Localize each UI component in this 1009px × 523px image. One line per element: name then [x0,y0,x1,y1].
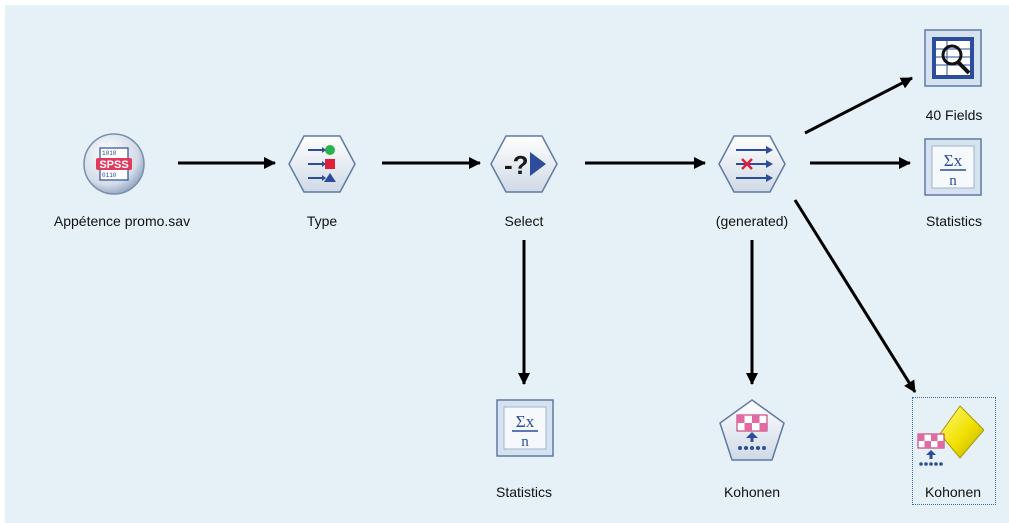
kohonen-modeler-node[interactable] [718,398,786,462]
type-node-label: Type [306,213,338,229]
select-node-icon: -? [490,135,558,193]
source-node-label: Appétence promo.sav [53,213,191,229]
statistics-node-bottom-label: Statistics [495,484,553,500]
kohonen-modeler-icon [719,399,785,461]
svg-text:-?: -? [504,150,529,180]
table-output-node-label: 40 Fields [925,107,983,123]
svg-text:1010: 1010 [102,150,117,157]
spss-source-icon: 1010 0110 SPSS [83,133,145,195]
kohonen-nugget-node-label: Kohonen [924,484,982,500]
filter-node[interactable] [718,130,786,198]
type-node[interactable] [288,130,356,198]
statistics-node-icon: Σx n [924,138,982,196]
table-output-icon [924,29,982,87]
filter-node-label: (generated) [715,213,789,229]
statistics-node-icon: Σx n [496,399,554,457]
statistics-node-bottom[interactable]: Σx n [494,397,556,459]
kohonen-nugget-selection [912,397,996,505]
svg-text:n: n [521,434,529,450]
table-output-node[interactable] [922,27,984,89]
type-node-icon [288,135,356,193]
select-node[interactable]: -? [490,130,558,198]
svg-text:Σx: Σx [516,412,535,431]
svg-text:n: n [949,173,957,189]
kohonen-nugget-node[interactable] [914,400,984,470]
statistics-node-top-label: Statistics [925,213,983,229]
filter-node-icon [718,135,786,193]
source-node[interactable]: 1010 0110 SPSS [80,130,148,198]
svg-text:SPSS: SPSS [99,159,128,171]
svg-text:Σx: Σx [944,151,963,170]
select-node-label: Select [504,213,544,229]
kohonen-nugget-icon [917,405,984,466]
svg-text:0110: 0110 [102,172,117,179]
kohonen-modeler-node-label: Kohonen [723,484,781,500]
statistics-node-top[interactable]: Σx n [922,136,984,198]
